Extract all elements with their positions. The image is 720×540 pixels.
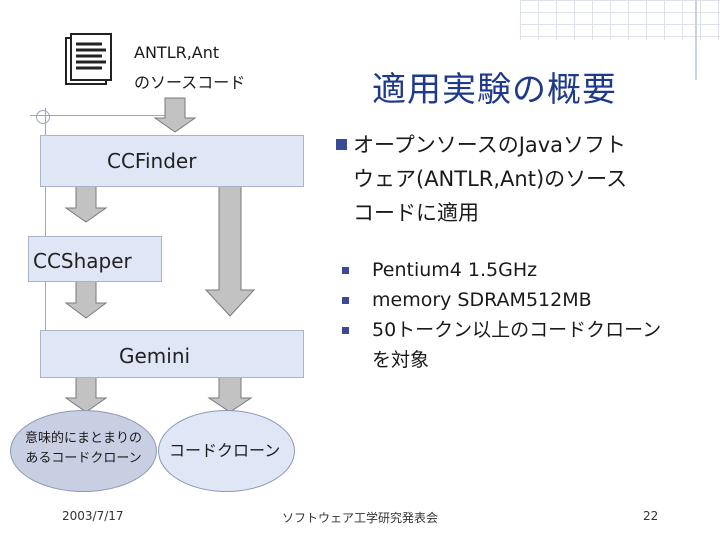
semantic-clone-ellipse: 意味的にまとまりの あるコードクローン [10,410,157,492]
page-number: 22 [643,509,659,523]
arrow-down-icon [64,279,108,319]
arrow-down-icon [153,97,197,133]
source-label-line1: ANTLR,Ant [134,43,220,62]
code-clone-ellipse: コードクローン [158,410,295,492]
guide-line-horizontal [30,115,170,116]
list-item: memory SDRAM512MB [340,285,700,315]
sub-bullet-text: を対象 [372,349,430,371]
source-code-label: ANTLR,Ant のソースコード [134,38,245,98]
code-clone-label: コードクローン [169,441,281,460]
bullet-square-icon [342,297,349,304]
ccshaper-box: CCShaper [28,236,162,282]
arrow-down-icon [64,184,108,223]
arrow-down-icon [64,374,108,413]
sub-bullet-text: 50トークン以上のコードクローン [372,319,662,341]
semantic-clone-line2: あるコードクローン [25,451,142,466]
main-bullet-line1: オープンソースのJavaソフト [353,133,627,157]
main-bullet-line3: コードに適用 [353,201,479,225]
sub-bullet-text: memory SDRAM512MB [372,289,592,311]
main-bullet: オープンソースのJavaソフト ウェア(ANTLR,Ant)のソース コードに適… [336,128,696,230]
slide-title: 適用実験の概要 [372,70,617,110]
arrow-down-icon [204,184,256,317]
bullet-square-icon [336,139,347,150]
arrow-down-icon [207,374,253,413]
source-label-line2: のソースコード [134,73,246,92]
document-icon [65,33,112,85]
footer-event: ソフトウェア工学研究発表会 [282,511,439,525]
guide-circle [36,110,50,124]
ccshaper-label: CCShaper [33,249,132,273]
decorative-line [695,0,697,80]
footer-date: 2003/7/17 [62,509,124,523]
decorative-grid [520,0,720,40]
semantic-clone-line1: 意味的にまとまりの [24,431,142,446]
ccfinder-label: CCFinder [107,149,197,173]
list-item: Pentium4 1.5GHz [340,255,700,285]
bullet-square-icon [342,267,349,274]
bullet-square-icon [342,327,349,334]
sub-bullet-text: Pentium4 1.5GHz [372,259,538,281]
list-item-continuation: を対象 [340,345,700,375]
ccfinder-box: CCFinder [40,135,304,187]
list-item: 50トークン以上のコードクローン [340,315,700,345]
gemini-box: Gemini [40,330,304,378]
sub-bullet-list: Pentium4 1.5GHz memory SDRAM512MB 50トークン… [340,255,700,375]
gemini-label: Gemini [119,344,191,368]
main-bullet-line2: ウェア(ANTLR,Ant)のソース [353,167,628,191]
